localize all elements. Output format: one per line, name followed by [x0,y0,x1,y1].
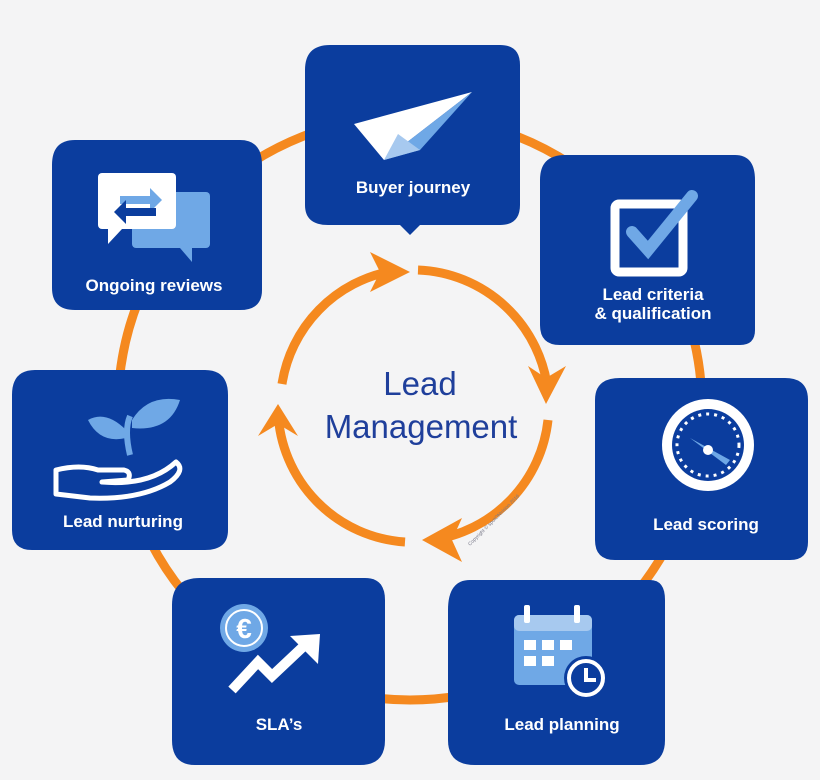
cycle-arrow-3 [273,411,406,547]
chat-exchange-icon [98,173,210,262]
speedometer-icon [662,399,754,491]
arrowhead-top [370,252,410,292]
node-label: Buyer journey [356,178,471,197]
node-lead-nurturing: Lead nurturing [12,370,228,550]
node-lead-scoring: Lead scoring [595,378,808,560]
node-lead-criteria: Lead criteria & qualification [540,155,755,345]
node-label: Lead scoring [653,515,759,534]
node-label: Lead nurturing [63,512,183,531]
euro-growth-icon: € [220,604,320,694]
node-label: & qualification [594,304,711,323]
node-label: Lead planning [504,715,619,734]
arrowhead-right [528,366,566,404]
center-title-line2: Management [325,408,518,445]
cycle-arrowheads [258,252,566,562]
arrowhead-bottom [422,518,462,562]
inner-cycle-arrows [273,265,553,547]
calendar-clock-icon [514,605,608,700]
node-slas: € SLA’s [172,578,385,765]
copyright-text: Copyright © spotONvision 2016 [466,493,521,548]
node-label: Ongoing reviews [86,276,223,295]
arrowhead-left [258,404,298,436]
cycle-arrow-2 [431,419,553,545]
node-ongoing-reviews: Ongoing reviews [52,140,262,310]
node-lead-planning: Lead planning [448,580,665,765]
node-label: SLA’s [256,715,303,734]
svg-text:€: € [236,613,252,644]
node-bubble [12,370,228,550]
checkbox-icon [610,190,698,277]
cycle-arrow-1 [417,265,553,393]
node-label: Lead criteria [602,285,704,304]
center-title-line1: Lead [383,365,456,402]
node-buyer-journey: Buyer journey [305,45,520,235]
paper-plane-icon [354,92,472,160]
plant-hand-icon [53,398,183,501]
cycle-arrow-4 [277,266,393,385]
